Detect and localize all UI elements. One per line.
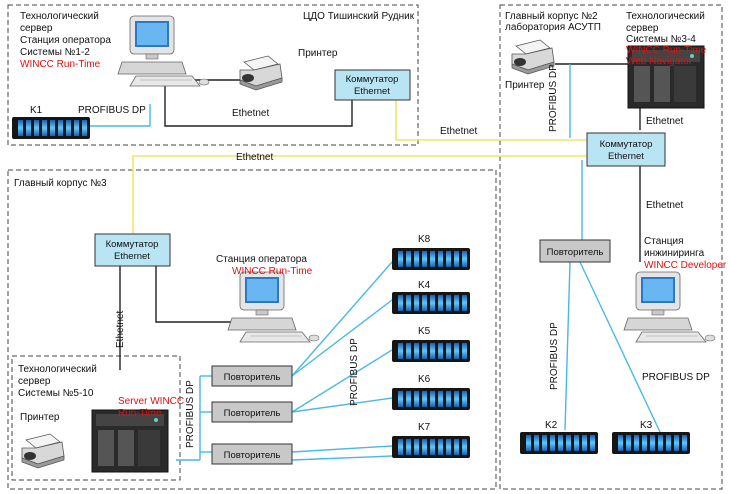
svg-text:Технологический: Технологический [20, 11, 99, 22]
svg-text:Системы №5-10: Системы №5-10 [18, 388, 94, 399]
operator3-label: Станция оператора WINCC Run-Time [216, 254, 313, 277]
switch-korpus3: Коммутатор Ethernet [94, 233, 171, 267]
printer-korpus3-label: Принтер [20, 412, 60, 423]
profibus-label-k1: PROFIBUS DP [78, 105, 146, 116]
svg-text:K5: K5 [418, 326, 431, 337]
svg-text:Ethernet: Ethernet [354, 86, 390, 97]
ethernet-label-yellow-top: Ethetnet [440, 126, 477, 137]
svg-text:сервер: сервер [18, 376, 51, 387]
controller-k3: K3 [612, 420, 690, 454]
server34-label: Технологический сервер Системы №3-4 WINC… [626, 11, 707, 67]
repeater-korpus2: Повторитель [539, 239, 611, 263]
svg-text:сервер: сервер [626, 23, 659, 34]
zone-korpus3-label: Главный корпус №3 [14, 178, 107, 189]
controller-k1: K1 [12, 105, 90, 139]
ethernet-label-korpus3: Ethetnet [115, 311, 126, 348]
repeater-2: Повторитель [211, 401, 293, 423]
svg-text:K8: K8 [418, 234, 431, 245]
svg-text:Станция: Станция [644, 236, 684, 247]
profibus-lines [90, 64, 661, 461]
zone-tsdo-label: ЦДО Тишинский Рудник [303, 11, 415, 22]
controller-k7: K7 [392, 422, 470, 458]
ethernet-dark-lines [119, 63, 641, 370]
controller-k5: K5 [392, 326, 470, 362]
svg-text:Станция оператора: Станция оператора [216, 254, 307, 265]
zone-korpus3-box [7, 169, 497, 490]
controller-k6: K6 [392, 374, 470, 410]
profibus-label-korpus3-server: PROFIBUS DP [185, 380, 196, 448]
printer-tsdo-icon [239, 55, 283, 91]
profibus-label-korpus3-main: PROFIBUS DP [349, 338, 360, 406]
svg-text:WINCC Run-Time: WINCC Run-Time [232, 266, 313, 277]
svg-text:K6: K6 [418, 374, 431, 385]
profibus-label-korpus2-right: PROFIBUS DP [642, 372, 710, 383]
svg-text:Повторитель: Повторитель [224, 372, 281, 383]
switch-tsdo: Коммутатор Ethernet [334, 69, 411, 101]
ethernet-label-yellow-mid: Ethetnet [236, 152, 273, 163]
svg-text:Коммутатор: Коммутатор [600, 139, 653, 150]
svg-text:Технологический: Технологический [18, 364, 97, 375]
svg-text:Server WINCC: Server WINCC [118, 396, 184, 407]
ethernet-yellow-lines [132, 96, 590, 234]
svg-text:K7: K7 [418, 422, 431, 433]
svg-text:Run-Time: Run-Time [118, 408, 162, 419]
printer-korpus3-icon [21, 433, 65, 469]
repeater-3: Повторитель [211, 443, 293, 465]
svg-text:K3: K3 [640, 420, 653, 431]
svg-text:сервер: сервер [20, 23, 53, 34]
svg-text:Ethernet: Ethernet [608, 151, 644, 162]
svg-text:Повторитель: Повторитель [547, 247, 604, 258]
ethernet-label-tsdo: Ethetnet [232, 108, 269, 119]
svg-text:Системы №1-2: Системы №1-2 [20, 47, 90, 58]
svg-text:K2: K2 [545, 420, 558, 431]
zone-korpus2-label-2: лаборатория АСУТП [505, 21, 601, 33]
repeater-1: Повторитель [211, 365, 293, 387]
printer-tsdo-label: Принтер [298, 48, 338, 59]
engineer-label: Станция инжиниринга WINCC Developer [644, 236, 727, 271]
pc-server12-icon [117, 15, 210, 87]
printer-korpus2-label: Принтер [505, 80, 545, 91]
controller-k8: K8 [392, 234, 470, 270]
server510-box [11, 355, 181, 481]
pc-operator3-icon [227, 271, 320, 343]
rack-server510-icon [91, 409, 169, 473]
svg-text:WINCC Developer: WINCC Developer [644, 260, 727, 271]
svg-text:Коммутатор: Коммутатор [106, 239, 159, 250]
ethernet-label-korpus2-bottom: Ethetnet [646, 200, 683, 211]
svg-text:Повторитель: Повторитель [224, 408, 281, 419]
server510-label: Технологический сервер Системы №5-10 Ser… [18, 364, 184, 419]
switch-korpus2: Коммутатор Ethernet [586, 132, 666, 167]
ethernet-label-korpus2-top: Ethetnet [646, 116, 683, 127]
svg-text:K4: K4 [418, 280, 431, 291]
svg-text:Ethernet: Ethernet [114, 251, 150, 262]
zone-korpus2-box [499, 4, 723, 490]
svg-text:Технологический: Технологический [626, 11, 705, 22]
controller-k4: K4 [392, 280, 470, 314]
profibus-label-korpus2-left: PROFIBUS DP [549, 322, 560, 390]
svg-text:Повторитель: Повторитель [224, 450, 281, 461]
server12-label: Технологический сервер Станция оператора… [20, 11, 111, 70]
zone-tsdo-box [7, 4, 419, 146]
zone-korpus2-label-1: Главный корпус №2 [505, 11, 598, 22]
svg-text:Коммутатор: Коммутатор [346, 74, 399, 85]
controller-k2: K2 [520, 420, 598, 454]
svg-text:K1: K1 [30, 105, 43, 116]
svg-text:инжиниринга: инжиниринга [644, 248, 705, 259]
svg-text:Станция оператора: Станция оператора [20, 35, 111, 46]
profibus-label-korpus2-top: PROFIBUS DP [548, 64, 559, 132]
svg-text:Web Navigator: Web Navigator [626, 56, 693, 67]
svg-text:WINCC Run-Time: WINCC Run-Time [626, 45, 707, 56]
svg-text:WINCC Run-Time: WINCC Run-Time [20, 59, 101, 70]
svg-text:Системы №3-4: Системы №3-4 [626, 34, 696, 45]
pc-engineer-icon [623, 271, 716, 343]
